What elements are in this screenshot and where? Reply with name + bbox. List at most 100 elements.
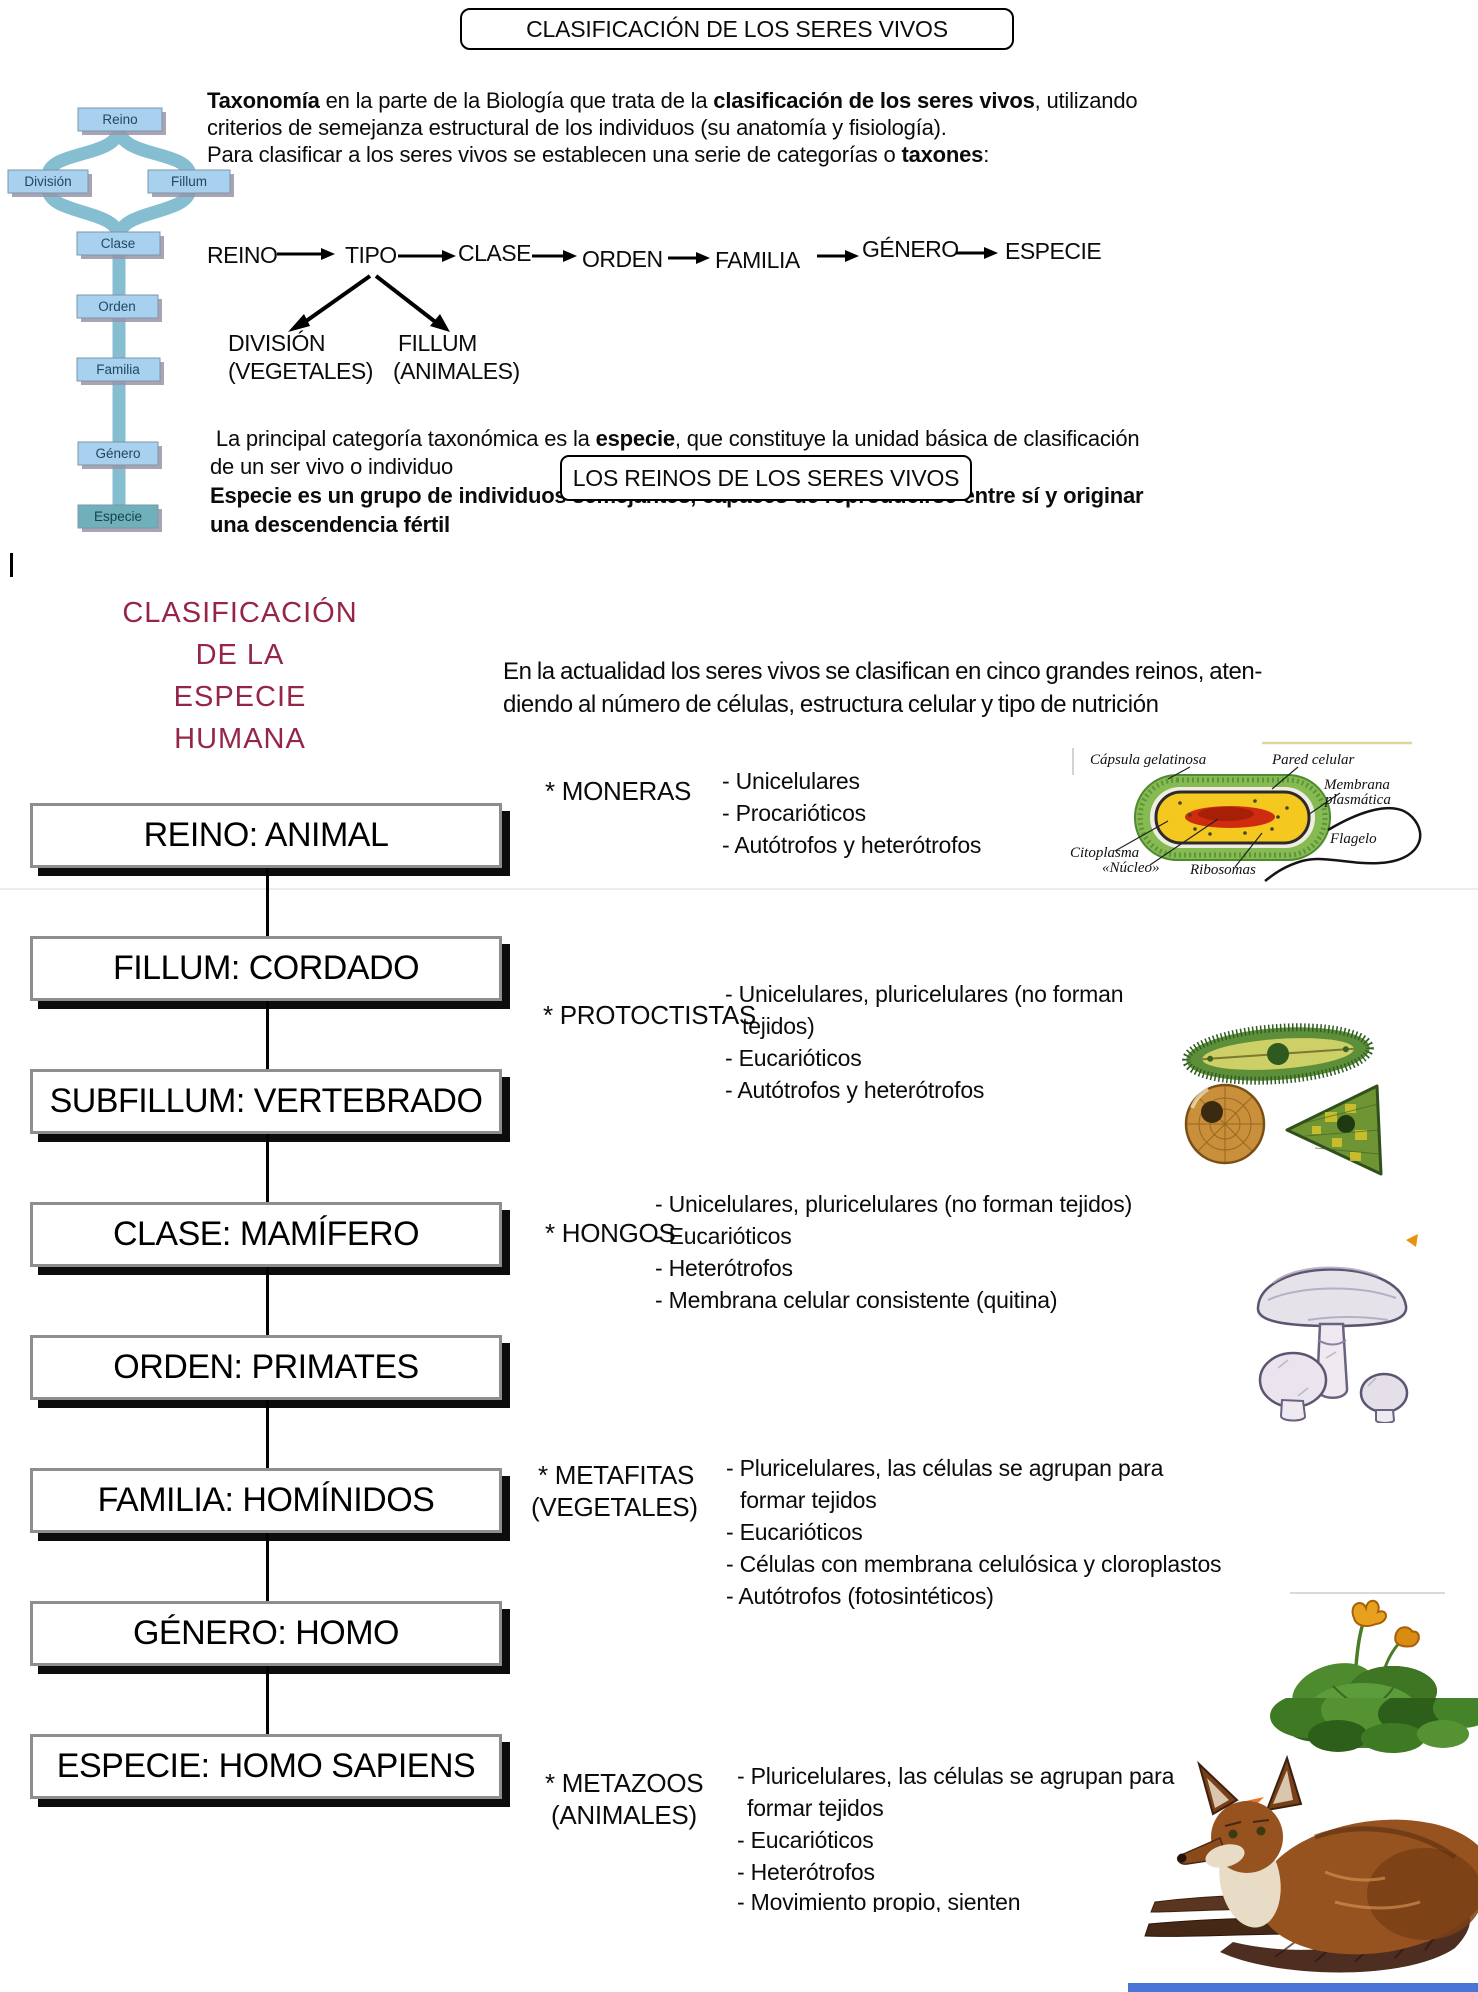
protoctistas-trait: tejidos) <box>742 1013 815 1039</box>
chain-item-clase: CLASE <box>458 240 531 266</box>
flowchart-boxes <box>7 107 231 529</box>
tick-mark <box>10 553 13 577</box>
intro-line-2: criterios de semejanza estructural de lo… <box>207 115 947 140</box>
fox-ear-inner <box>1207 1778 1229 1808</box>
metafitas-trait: formar tejidos <box>740 1487 877 1513</box>
fox-cheek <box>1205 1844 1245 1868</box>
human-box-familia: FAMILIA: HOMÍNIDOS <box>30 1468 502 1533</box>
protist-diatom <box>1182 1023 1374 1085</box>
protoctistas-trait: - Eucarióticos <box>725 1045 862 1071</box>
intro-text: , utilizando <box>1034 88 1138 113</box>
flowchart-label-genero: Género <box>95 446 140 461</box>
species-note-line-4: una descendencia fértil <box>210 512 450 537</box>
label-plasmatica: plasmática <box>1324 792 1391 808</box>
heading-line: DE LA <box>195 639 285 671</box>
mushroom-cap-shading <box>1267 1266 1397 1321</box>
flowchart-label-especie: Especie <box>94 509 142 524</box>
metazoos-trait: - Eucarióticos <box>737 1827 874 1853</box>
kingdoms-title-box: LOS REINOS DE LOS SERES VIVOS <box>560 455 972 501</box>
kingdoms-title: LOS REINOS DE LOS SERES VIVOS <box>572 464 960 491</box>
kingdom-label-metazoos: * METAZOOS <box>545 1768 704 1798</box>
human-box-clase: CLASE: MAMÍFERO <box>30 1202 502 1267</box>
intro-line-1: Taxonomía en la parte de la Biología que… <box>207 88 1138 114</box>
hongos-trait: - Unicelulares, pluricelulares (no forma… <box>655 1191 1133 1217</box>
kingdom-label-hongos: * HONGOS <box>545 1218 676 1248</box>
main-title-box: CLASIFICACIÓN DE LOS SERES VIVOS <box>460 8 1014 50</box>
human-box-fillum: FILLUM: CORDADO <box>30 936 502 1001</box>
fox-brows <box>1224 1819 1270 1827</box>
species-note-line-1: La principal categoría taxonómica es la … <box>210 426 1140 452</box>
hongos-trait: - Membrana celular consistente (quitina) <box>655 1287 1058 1313</box>
fox-eye <box>1228 1829 1238 1839</box>
human-classification-heading: CLASIFICACIÓN DE LA ESPECIE HUMANA <box>90 592 390 760</box>
flowchart-label-reino: Reino <box>102 112 137 127</box>
protoctistas-trait: - Autótrofos y heterótrofos <box>725 1077 985 1103</box>
branch-division-vegetales: (VEGETALES) <box>228 358 373 384</box>
box-connector-line <box>266 1533 269 1601</box>
box-connector-line <box>266 1400 269 1468</box>
human-box-orden: ORDEN: PRIMATES <box>30 1335 502 1400</box>
kingdom-label-moneras: * MONERAS <box>545 776 692 806</box>
button-mushroom-stem <box>1279 1398 1306 1422</box>
scan-clip-strip <box>595 1912 1115 1919</box>
protist-radiolarian <box>1184 1083 1266 1165</box>
fox-haunch <box>1367 1848 1478 1940</box>
metazoos-trait: formar tejidos <box>747 1795 884 1821</box>
kingdom-label-protoctistas: * PROTOCTISTAS <box>543 1000 756 1030</box>
box-connector-line <box>266 1134 269 1202</box>
kingdoms-intro-1: En la actualidad los seres vivos se clas… <box>503 658 1262 685</box>
branch-fillum: FILLUM <box>398 330 477 356</box>
arrow-right-icon <box>956 247 998 259</box>
protists-illustration <box>1182 1023 1383 1176</box>
flowchart-label-fillum: Fillum <box>171 174 207 189</box>
label-pared-celular: Pared celular <box>1271 752 1355 768</box>
bacteria-cell-illustration: Cápsula gelatinosa Pared celular Membran… <box>1070 741 1422 882</box>
human-box-subfillum: SUBFILLUM: VERTEBRADO <box>30 1069 502 1134</box>
bacteria-nucleoid <box>1198 807 1254 821</box>
human-box-genero: GÉNERO: HOMO <box>30 1601 502 1666</box>
intro-text: en la parte de la Biología que trata de … <box>319 88 714 113</box>
plant-flowers <box>1351 1599 1420 1675</box>
arrow-right-icon <box>532 250 577 262</box>
fox-body-highlights <box>1324 1870 1421 1910</box>
label-capsula-gelatinosa: Cápsula gelatinosa <box>1090 752 1206 768</box>
mushroom-hatching <box>1277 1351 1377 1397</box>
arrow-right-icon <box>817 250 859 262</box>
button-mushroom-stem <box>1375 1409 1396 1423</box>
protoctistas-trait: - Unicelulares, pluricelulares (no forma… <box>725 981 1124 1007</box>
hongos-trait: - Heterótrofos <box>655 1255 793 1281</box>
moneras-trait: - Autótrofos y heterótrofos <box>722 832 982 858</box>
protist-triangle <box>1285 1084 1383 1176</box>
intro-text: Para clasificar a los seres vivos se est… <box>207 142 902 167</box>
button-mushroom <box>1359 1372 1409 1414</box>
chain-item-genero: GÉNERO <box>862 236 959 262</box>
metazoos-trait: - Heterótrofos <box>737 1859 875 1885</box>
label-nucleo: «Núcleo» <box>1102 860 1160 876</box>
note-text: , que constituye la unidad básica de cla… <box>674 426 1140 451</box>
box-connector-line <box>266 1001 269 1069</box>
tipo-branch-arrows <box>288 274 450 332</box>
button-mushroom <box>1258 1351 1328 1409</box>
label-flagelo: Flagelo <box>1329 831 1377 847</box>
arrow-right-icon <box>668 252 710 264</box>
moneras-trait: - Procarióticos <box>722 800 866 826</box>
heading-line: CLASIFICACIÓN <box>122 597 358 629</box>
intro-bold-taxonomia: Taxonomía <box>207 88 320 113</box>
human-box-especie: ESPECIE: HOMO SAPIENS <box>30 1734 502 1799</box>
main-title: CLASIFICACIÓN DE LOS SERES VIVOS <box>526 15 948 42</box>
fox-nose <box>1177 1853 1187 1863</box>
kingdom-label-metafitas-vegetales: (VEGETALES) <box>531 1492 698 1522</box>
chain-item-reino: REINO <box>207 242 278 268</box>
scan-artifact-line <box>0 888 1478 890</box>
fox-ear-inner <box>1273 1770 1293 1804</box>
chain-item-familia: FAMILIA <box>715 247 800 273</box>
heading-line: ESPECIE <box>173 681 307 713</box>
flowchart-label-familia: Familia <box>96 362 140 377</box>
chain-item-orden: ORDEN <box>582 246 663 272</box>
box-connector-line <box>266 1267 269 1335</box>
kingdoms-intro-2: diendo al número de células, estructura … <box>503 691 1159 718</box>
intro-bold-clasificacion: clasificación de los seres vivos <box>713 88 1035 113</box>
kingdom-label-metafitas: * METAFITAS <box>538 1460 695 1490</box>
human-box-reino: REINO: ANIMAL <box>30 803 502 868</box>
